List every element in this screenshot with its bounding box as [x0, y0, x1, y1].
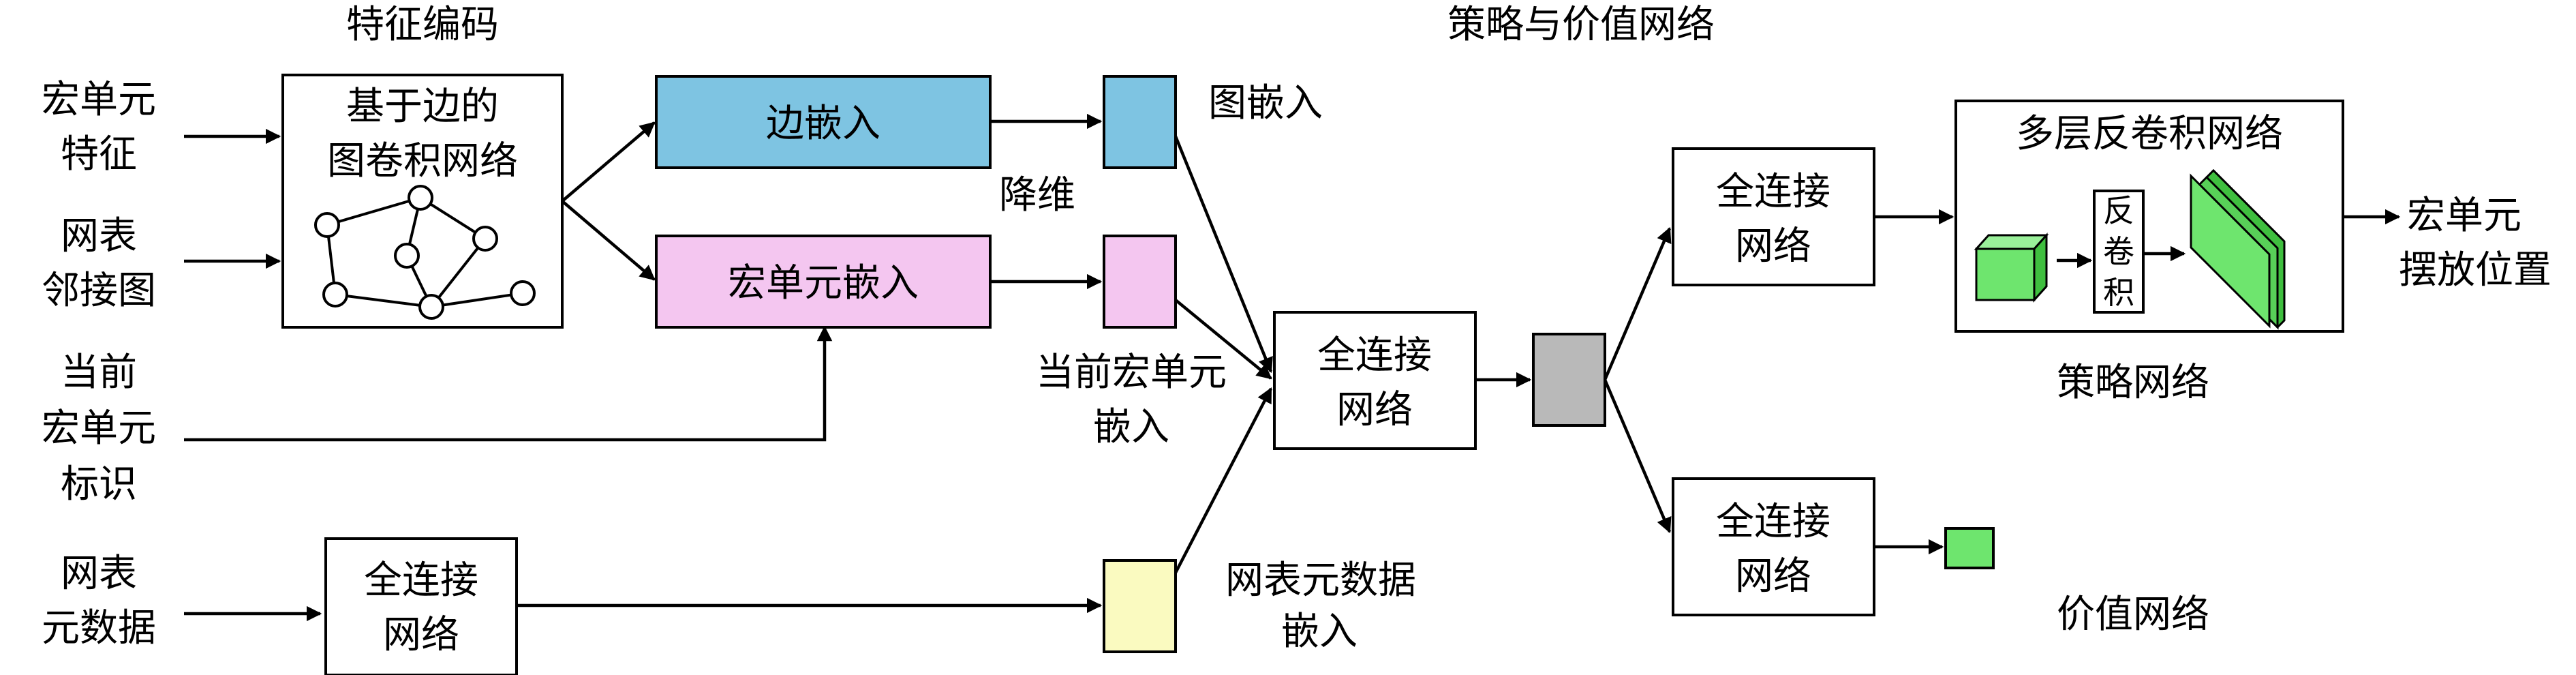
policy-fc-label-line1: 全连接	[1716, 170, 1830, 214]
arrow-macro-embedding-to-fc	[1174, 299, 1272, 380]
current-macro-embedding-vector	[1103, 235, 1177, 329]
macro-embedding-label: 宏单元嵌入	[728, 261, 919, 305]
input-netlist-adjacency-line2: 邻接图	[42, 269, 156, 313]
input-netlist-metadata-line2: 元数据	[42, 606, 156, 650]
macro-embedding-box	[655, 235, 992, 329]
graph-illustration	[314, 185, 536, 320]
arrow-metadata-embedding-to-fc	[1174, 387, 1272, 574]
arrow-vector-to-policy-fc	[1603, 226, 1672, 380]
arrow-current-macro-id	[184, 325, 833, 442]
feature-encoding-heading: 特征编码	[346, 3, 499, 47]
main-fc-label-line2: 网络	[1336, 388, 1413, 432]
input-macro-feature-line1: 宏单元	[42, 78, 156, 122]
arrow-gcn-to-macro-embedding	[561, 200, 656, 281]
value-fc-label-line2: 网络	[1735, 554, 1811, 599]
main-fc-box	[1273, 311, 1477, 450]
value-network-label: 价值网络	[2057, 592, 2209, 637]
input-macro-feature-line2: 特征	[61, 132, 137, 177]
value-fc-label-line1: 全连接	[1716, 500, 1830, 544]
edge-gcn-label-line1: 基于边的	[346, 85, 499, 129]
dim-reduction-annotation: 降维	[999, 173, 1075, 217]
edge-gcn-label-line2: 图卷积网络	[327, 139, 518, 183]
policy-value-heading: 策略与价值网络	[1447, 3, 1715, 47]
input-netlist-metadata-line1: 网表	[61, 552, 137, 596]
value-fc-box	[1672, 477, 1875, 616]
value-output-square	[1944, 527, 1995, 569]
arrow-gcn-to-edge-embedding	[561, 121, 656, 202]
graph-embedding-vector	[1103, 75, 1177, 169]
graph-embedding-annotation: 图嵌入	[1208, 81, 1323, 125]
edge-embedding-label: 边嵌入	[766, 102, 880, 146]
output-plane	[2190, 168, 2286, 330]
deconv-label-char1: 反	[2103, 192, 2134, 229]
edge-embedding-box	[655, 75, 992, 169]
metadata-embedding-annotation-line2: 嵌入	[1281, 610, 1358, 654]
output-placement-line1: 宏单元	[2407, 194, 2521, 238]
metadata-fc-label-line2: 网络	[383, 613, 459, 657]
current-macro-embedding-annotation-line1: 当前宏单元	[1036, 350, 1227, 395]
arrow-vector-to-value-fc	[1603, 379, 1672, 534]
main-fc-label-line1: 全连接	[1317, 333, 1432, 378]
metadata-embedding-annotation-line1: 网表元数据	[1225, 558, 1416, 603]
policy-fc-label-line2: 网络	[1735, 224, 1811, 269]
combined-vector	[1532, 333, 1606, 427]
arrow-graph-embedding-to-fc	[1174, 136, 1273, 374]
deconv-label-char2: 卷	[2103, 233, 2134, 270]
input-cube	[1974, 232, 2049, 303]
deconv-label-char3: 积	[2103, 274, 2134, 311]
deconv-stack-title: 多层反卷积网络	[2016, 112, 2283, 156]
policy-fc-box	[1672, 147, 1875, 286]
input-current-macro-line2: 宏单元	[42, 406, 156, 451]
input-current-macro-line1: 当前	[61, 350, 137, 395]
metadata-fc-label-line1: 全连接	[364, 558, 478, 603]
policy-network-label: 策略网络	[2057, 361, 2209, 405]
input-netlist-adjacency-line1: 网表	[61, 214, 137, 258]
current-macro-embedding-annotation-line2: 嵌入	[1093, 405, 1169, 449]
deconv-box	[2093, 190, 2145, 314]
metadata-embedding-vector	[1103, 559, 1177, 653]
output-placement-line2: 摆放位置	[2399, 248, 2551, 292]
input-current-macro-line3: 标识	[61, 462, 137, 507]
